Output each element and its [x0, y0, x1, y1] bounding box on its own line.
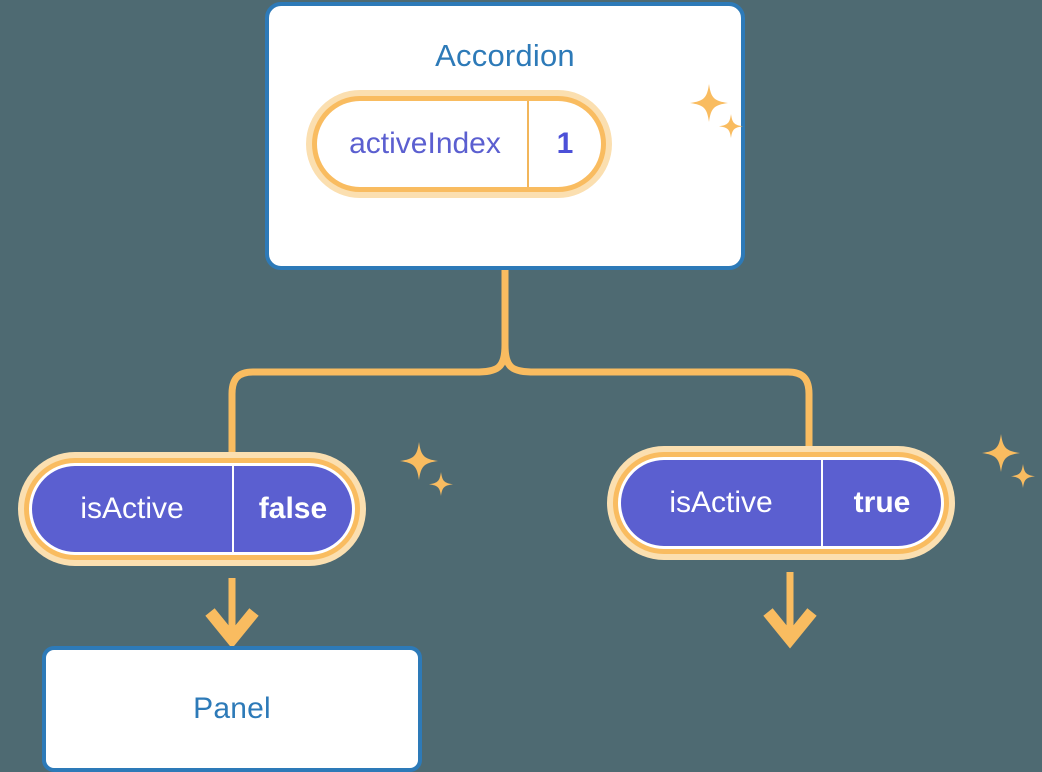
prop-value: 1 [527, 101, 601, 187]
accordion-title: Accordion [435, 38, 575, 73]
sparkle-icon [982, 434, 1020, 472]
pill-halo: isActive true [607, 446, 955, 560]
arrow-down-icon-left [205, 578, 259, 649]
pill-body: activeIndex 1 [317, 101, 601, 187]
connector-branch-right [501, 341, 813, 450]
sparkle-small-icon [1011, 464, 1035, 488]
pill-body: isActive true [621, 460, 941, 546]
sparkle-icon [400, 442, 438, 480]
sparkle-group-right [978, 432, 1038, 498]
pill-ring: isActive false [24, 458, 360, 560]
pill-gap: isActive false [29, 463, 355, 555]
prop-pill-is-active-true[interactable]: isActive true [607, 446, 955, 560]
pill-gap: isActive true [618, 457, 944, 549]
pill-body: isActive false [32, 466, 352, 552]
panel-title: Panel [193, 692, 271, 725]
prop-key: isActive [80, 492, 184, 525]
prop-value: false [232, 466, 352, 552]
prop-value: true [821, 460, 941, 546]
arrow-down-icon-right [763, 572, 817, 649]
pill-ring: isActive true [613, 452, 949, 554]
connector-branch-left [228, 341, 509, 456]
pill-halo: activeIndex 1 [306, 90, 612, 198]
pill-halo: isActive false [18, 452, 366, 566]
prop-key: isActive [669, 486, 773, 519]
prop-pill-active-index[interactable]: activeIndex 1 [306, 90, 612, 198]
sparkle-small-icon [429, 472, 453, 496]
sparkle-group-left [396, 440, 456, 506]
prop-key: activeIndex [349, 127, 501, 160]
panel-node-left[interactable]: Panel [42, 646, 422, 772]
pill-ring: activeIndex 1 [312, 96, 606, 192]
prop-pill-is-active-false[interactable]: isActive false [18, 452, 366, 566]
